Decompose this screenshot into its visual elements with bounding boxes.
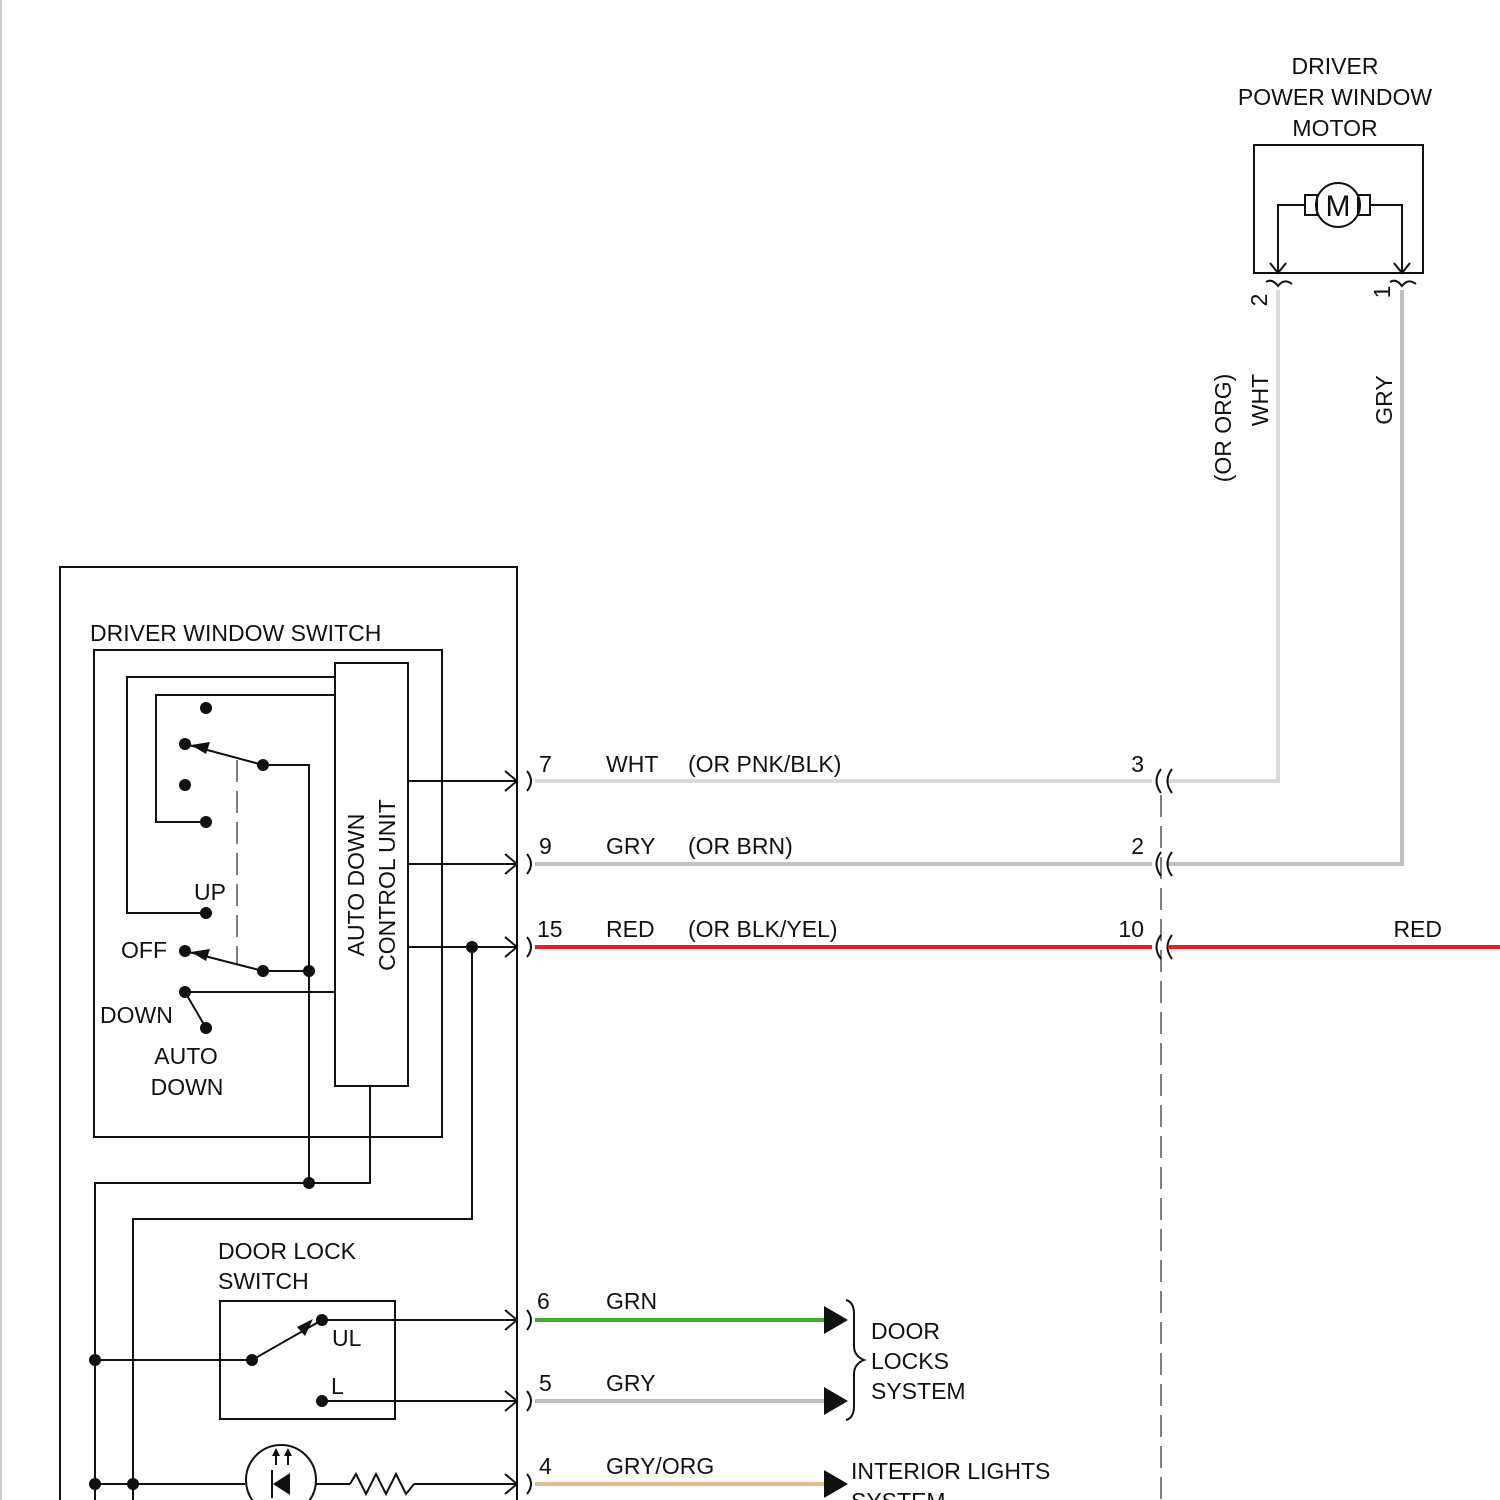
arrow-to-door-locks-ul [824, 1306, 848, 1334]
motor-wire-left-alt: (OR ORG) [1210, 374, 1236, 483]
wire-pin6-color: GRN [606, 1288, 657, 1314]
door-locks-system-line-3: SYSTEM [871, 1378, 966, 1404]
wire-pin6-pin: 6 [537, 1288, 550, 1314]
interior-lights-system-line-1: INTERIOR LIGHTS [851, 1458, 1050, 1484]
wire-red-far-color: RED [1393, 916, 1442, 942]
door-lock-switch-title-1: DOOR LOCK [218, 1238, 357, 1264]
control-unit-label-line-2: CONTROL UNIT [374, 799, 400, 971]
door-locks-system-line-1: DOOR [871, 1318, 940, 1344]
arrow-to-door-locks-l [824, 1387, 848, 1415]
motor-internal-lead-right [1370, 205, 1402, 272]
wire-pin9-far-pin: 2 [1131, 833, 1144, 859]
door-lock-switch-title-2: SWITCH [218, 1268, 309, 1294]
motor-title-line-3: MOTOR [1292, 115, 1377, 141]
door-locks-system-line-2: LOCKS [871, 1348, 949, 1374]
wire-motor-wht [1168, 290, 1278, 781]
interior-lights-system-line-2: SYSTEM [851, 1488, 946, 1500]
motor-pin-left: 2 [1246, 294, 1272, 307]
switch-position-auto: AUTO [154, 1043, 217, 1069]
motor-wire-left-color: WHT [1247, 374, 1273, 426]
motor-pin-right: 1 [1369, 286, 1395, 299]
wire-pin9-color: GRY [606, 833, 655, 859]
driver-power-window-motor: DRIVER POWER WINDOW MOTOR M 2 1 WHT (OR … [1210, 53, 1432, 482]
motor-title-line-1: DRIVER [1292, 53, 1379, 79]
wire-pin5-pin: 5 [539, 1370, 552, 1396]
switch-position-off: OFF [121, 937, 167, 963]
motor-internal-lead-left [1278, 205, 1305, 272]
door-locks-brace [846, 1300, 864, 1420]
motor-connector-right [1390, 281, 1416, 286]
motor-wire-right-color: GRY [1371, 375, 1397, 424]
motor-title-line-2: POWER WINDOW [1238, 84, 1432, 110]
wire-pin9-alt: (OR BRN) [688, 833, 793, 859]
wire-pin15-pin: 15 [537, 916, 563, 942]
switch-position-down: DOWN [100, 1002, 173, 1028]
wire-pin15-alt: (OR BLK/YEL) [688, 916, 838, 942]
wire-pin7-alt: (OR PNK/BLK) [688, 751, 841, 777]
illumination-circuit [89, 1445, 517, 1500]
wire-pin15-color: RED [606, 916, 655, 942]
door-lock-switch-ul: UL [332, 1325, 362, 1351]
switch-position-up: UP [194, 879, 226, 905]
wire-pin5-color: GRY [606, 1370, 655, 1396]
wire-pin9-pin: 9 [539, 833, 552, 859]
driver-window-switch-title: DRIVER WINDOW SWITCH [90, 620, 381, 646]
wire-pin7-far-pin: 3 [1131, 751, 1144, 777]
window-switch-contacts [127, 677, 335, 1183]
wire-pin4-color: GRY/ORG [606, 1453, 714, 1479]
arrow-to-interior-lights [824, 1470, 848, 1498]
door-lock-switch-l: L [331, 1373, 344, 1399]
wire-pin15-far-pin: 10 [1118, 916, 1144, 942]
switch-position-auto-down: DOWN [151, 1074, 224, 1100]
module-connector-brackets [527, 771, 531, 1494]
wire-motor-gry [1168, 290, 1402, 864]
wire-pin7-color: WHT [606, 751, 658, 777]
door-lock-switch-contacts [89, 1310, 517, 1411]
control-unit-label-line-1: AUTO DOWN [343, 814, 369, 957]
wire-pin4-pin: 4 [539, 1453, 552, 1479]
motor-symbol-letter: M [1326, 190, 1351, 223]
wire-pin7-pin: 7 [539, 751, 552, 777]
motor-connector-left [1266, 281, 1292, 286]
control-unit-outputs [95, 771, 517, 1500]
